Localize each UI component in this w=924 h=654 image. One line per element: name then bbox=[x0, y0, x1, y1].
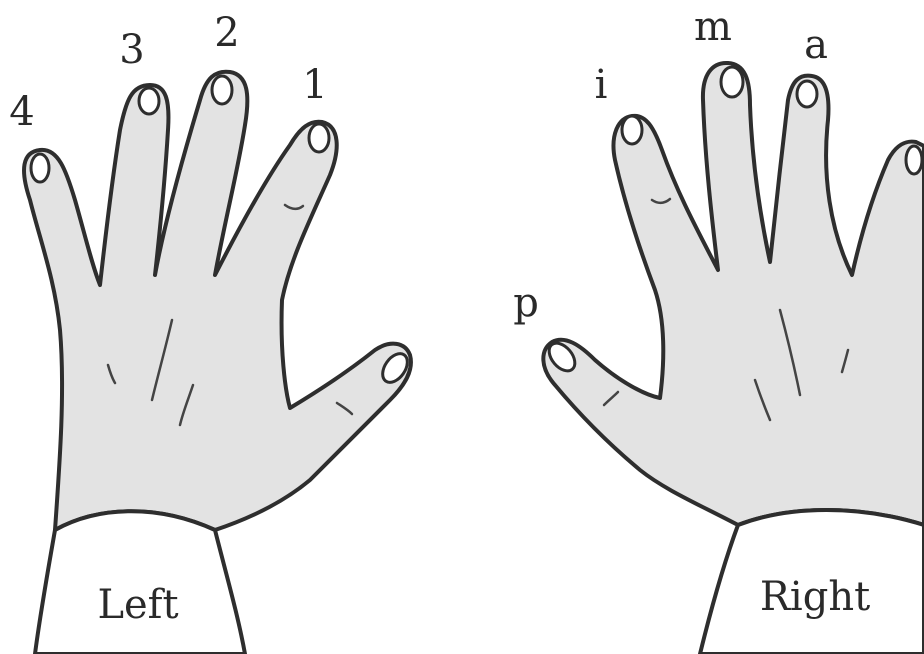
left-hand-outline bbox=[24, 72, 411, 530]
right-hand-outline bbox=[543, 63, 924, 525]
right-finger-label-m: m bbox=[694, 4, 732, 50]
right-hand: p i m a Right bbox=[513, 4, 924, 654]
left-hand-label: Left bbox=[97, 582, 178, 628]
left-finger-label-1: 1 bbox=[302, 62, 327, 108]
right-nail-i bbox=[622, 116, 642, 144]
left-nail-3 bbox=[139, 88, 159, 114]
right-nail-pinky bbox=[906, 146, 922, 174]
right-finger-label-p: p bbox=[513, 280, 539, 326]
right-nail-a bbox=[797, 81, 817, 107]
right-hand-label: Right bbox=[760, 574, 870, 620]
right-finger-label-i: i bbox=[595, 62, 608, 108]
left-finger-label-4: 4 bbox=[9, 89, 34, 135]
left-hand: 1 2 3 4 Left bbox=[9, 10, 412, 654]
left-finger-label-3: 3 bbox=[119, 27, 144, 73]
right-nail-m bbox=[721, 67, 743, 97]
left-finger-label-2: 2 bbox=[214, 10, 239, 56]
left-nail-1 bbox=[309, 124, 329, 152]
left-nail-2 bbox=[212, 76, 232, 104]
left-nail-4 bbox=[31, 154, 49, 182]
right-finger-label-a: a bbox=[804, 22, 828, 68]
